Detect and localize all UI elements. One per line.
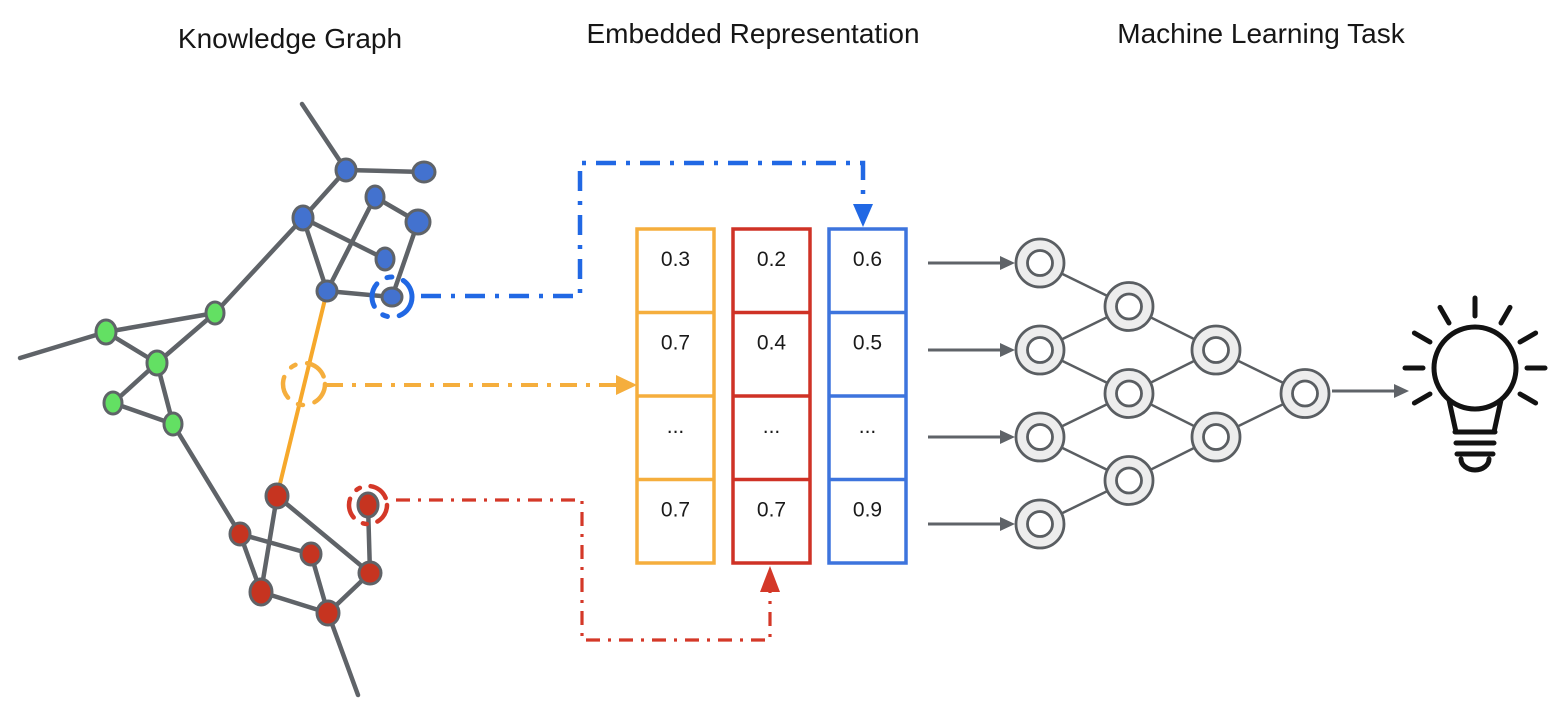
vector-cell-value: 0.7 bbox=[661, 332, 690, 355]
title-machine-learning-task: Machine Learning Task bbox=[1117, 18, 1405, 49]
graph-edge bbox=[237, 531, 314, 557]
graph-node-red bbox=[248, 577, 274, 607]
vector-cell-value: ... bbox=[859, 415, 877, 438]
blue-vector: 0.6 0.5... 0.9 bbox=[827, 227, 908, 565]
graph-edge bbox=[300, 215, 388, 262]
title-knowledge-graph: Knowledge Graph bbox=[178, 23, 402, 54]
graph-edge bbox=[274, 493, 373, 576]
graph-node-blue bbox=[411, 160, 437, 184]
nn-input-arrowhead bbox=[1000, 256, 1015, 270]
vector-cell-value: 0.6 bbox=[853, 248, 882, 271]
nn-output-arrowhead bbox=[1394, 384, 1409, 398]
lightbulb-ray bbox=[1498, 304, 1513, 326]
lightbulb-base-bottom bbox=[1458, 456, 1492, 473]
lightbulb-globe bbox=[1431, 324, 1519, 412]
yellow-vector: 0.3 0.7... 0.7 bbox=[635, 227, 716, 565]
graph-node-red bbox=[228, 521, 252, 547]
graph-node-red bbox=[357, 560, 383, 586]
nn-input-arrowhead bbox=[1000, 343, 1015, 357]
graph-node-blue bbox=[404, 208, 432, 236]
nn-node-inner bbox=[1026, 510, 1054, 538]
graph-node-blue bbox=[374, 246, 396, 272]
graph-edge bbox=[299, 101, 349, 173]
red-node-to-red-vector-arrowhead bbox=[760, 566, 780, 592]
lightbulb-icon bbox=[1402, 295, 1548, 473]
vector-cell-value: 0.9 bbox=[853, 499, 882, 522]
nn-node-inner bbox=[1026, 249, 1054, 277]
graph-node-green bbox=[145, 349, 169, 377]
nn-node-inner bbox=[1115, 466, 1143, 495]
relation-edge-orange bbox=[275, 289, 329, 498]
lightbulb-ray bbox=[1411, 330, 1433, 345]
vector-cell-value: 0.7 bbox=[757, 499, 786, 522]
graph-node-blue bbox=[291, 204, 315, 232]
orange-edge-to-yellow-vector-arrowhead bbox=[616, 375, 637, 395]
graph-node-blue bbox=[364, 184, 386, 210]
vector-cell-value: 0.3 bbox=[661, 248, 690, 271]
highlighted-red-node bbox=[346, 483, 390, 527]
knowledge-graph-highlights bbox=[280, 274, 415, 527]
graph-edge bbox=[170, 421, 243, 537]
vector-cell-value: 0.2 bbox=[757, 248, 786, 271]
graph-node-blue bbox=[380, 286, 404, 308]
lightbulb-ray bbox=[1411, 391, 1433, 406]
title-embedded-representation: Embedded Representation bbox=[586, 18, 919, 49]
graph-node-red bbox=[356, 491, 380, 519]
red-vector: 0.2 0.4... 0.7 bbox=[731, 227, 812, 565]
graph-node-red bbox=[299, 541, 323, 567]
nn-input-arrowhead bbox=[1000, 430, 1015, 444]
graph-edge bbox=[343, 167, 427, 175]
vector-cell-value: ... bbox=[763, 415, 781, 438]
graph-edge bbox=[154, 310, 218, 366]
graph-edge bbox=[212, 215, 306, 316]
embedding-connectors bbox=[326, 160, 873, 642]
graph-node-blue bbox=[315, 279, 339, 303]
nn-node-inner bbox=[1115, 379, 1143, 408]
graph-node-green bbox=[204, 300, 226, 326]
neural-network bbox=[928, 237, 1409, 550]
lightbulb-ray bbox=[1517, 330, 1539, 345]
nn-node-inner bbox=[1115, 292, 1143, 321]
graph-node-red bbox=[264, 482, 290, 510]
nn-node-inner bbox=[1291, 379, 1319, 408]
vector-cell-value: 0.7 bbox=[661, 499, 690, 522]
highlighted-blue-node bbox=[369, 274, 415, 320]
nn-node-inner bbox=[1026, 423, 1054, 451]
graph-edge bbox=[324, 194, 378, 294]
nn-node-inner bbox=[1202, 336, 1230, 364]
red-node-to-red-vector bbox=[396, 498, 772, 642]
lightbulb-ray bbox=[1437, 304, 1452, 326]
knowledge-graph-nodes bbox=[94, 157, 437, 627]
nn-node-inner bbox=[1202, 423, 1230, 451]
blue-node-to-blue-vector bbox=[421, 160, 866, 299]
graph-node-green bbox=[102, 390, 124, 416]
blue-node-to-blue-vector-arrowhead bbox=[853, 204, 873, 227]
embedding-vectors: 0.3 0.7... 0.7 0.2 0.4... 0.7 0.6 0.5... 0.9 bbox=[635, 227, 908, 565]
graph-node-green bbox=[94, 318, 118, 346]
graph-edge bbox=[103, 310, 218, 335]
vector-cell-value: 0.5 bbox=[853, 332, 882, 355]
nn-node-inner bbox=[1026, 336, 1054, 364]
graph-node-red bbox=[315, 599, 341, 627]
graph-edge bbox=[17, 329, 109, 361]
lightbulb-base-lines bbox=[1452, 429, 1498, 457]
lightbulb-ray bbox=[1517, 391, 1539, 406]
knowledge-graph-edges bbox=[17, 101, 427, 698]
vector-cell-value: ... bbox=[667, 415, 685, 438]
nn-input-arrowhead bbox=[1000, 517, 1015, 531]
graph-node-green bbox=[162, 411, 184, 437]
graph-node-blue bbox=[334, 157, 358, 183]
lightbulb-neck bbox=[1446, 397, 1504, 435]
vector-cell-value: 0.4 bbox=[757, 332, 787, 355]
lightbulb-rays bbox=[1402, 295, 1548, 406]
graph-edge bbox=[325, 610, 361, 698]
highlighted-orange-relation bbox=[280, 360, 328, 408]
